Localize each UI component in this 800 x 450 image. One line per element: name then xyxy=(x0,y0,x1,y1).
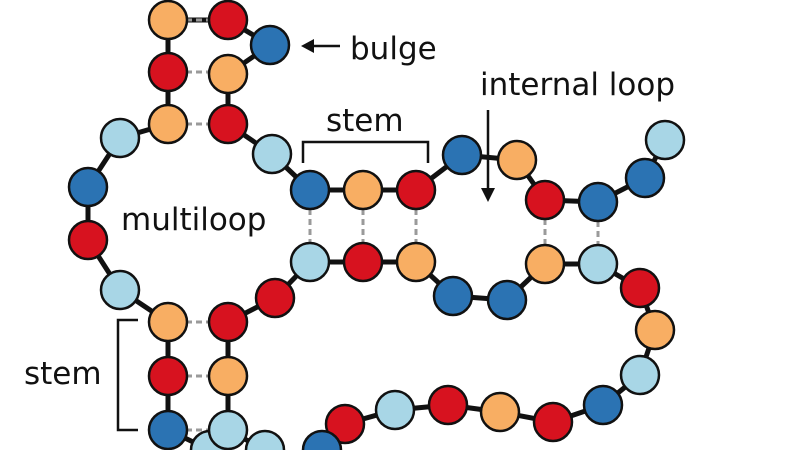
nucleotide xyxy=(147,409,189,450)
bulge-arrowhead xyxy=(301,39,314,53)
nucleotide xyxy=(207,409,249,450)
bulge-label: bulge xyxy=(350,31,437,67)
nucleotide xyxy=(644,119,686,161)
nucleotide xyxy=(619,354,661,396)
nucleotide xyxy=(582,384,624,426)
nucleotide xyxy=(207,103,249,145)
nucleotide xyxy=(147,355,189,397)
nucleotide xyxy=(342,169,384,211)
multiloop-label: multiloop xyxy=(121,202,266,238)
stem-top-label: stem xyxy=(326,103,404,139)
stem-left-label: stem xyxy=(24,356,102,392)
nucleotide xyxy=(207,301,249,343)
nucleotide xyxy=(244,429,286,450)
nucleotide xyxy=(67,219,109,261)
nucleotide xyxy=(496,139,538,181)
nucleotide xyxy=(249,24,291,66)
nucleotide xyxy=(486,279,528,321)
nucleotide xyxy=(524,179,566,221)
nucleotide xyxy=(479,391,521,433)
nucleotide xyxy=(289,241,331,283)
nucleotide-chain xyxy=(67,0,686,450)
nucleotide xyxy=(147,0,189,41)
nucleotide xyxy=(207,53,249,95)
nucleotide xyxy=(99,269,141,311)
nucleotide xyxy=(251,133,293,175)
nucleotide xyxy=(147,301,189,343)
nucleotide xyxy=(577,243,619,285)
internal-loop-label: internal loop xyxy=(480,67,675,103)
nucleotide xyxy=(374,389,416,431)
nucleotide xyxy=(301,429,343,450)
nucleotide xyxy=(99,117,141,159)
nucleotide xyxy=(254,277,296,319)
nucleotide xyxy=(207,0,249,41)
nucleotide xyxy=(634,309,676,351)
nucleotide xyxy=(619,267,661,309)
nucleotide xyxy=(427,384,469,426)
nucleotide xyxy=(289,169,331,211)
nucleotide xyxy=(67,166,109,208)
nucleotide xyxy=(432,275,474,317)
base-pair-bonds xyxy=(186,18,600,432)
nucleotide xyxy=(207,355,249,397)
stem-top-bracket xyxy=(301,140,430,163)
stem-left-bracket xyxy=(116,318,138,432)
nucleotide xyxy=(441,134,483,176)
nucleotide xyxy=(532,401,574,443)
nucleotide xyxy=(147,103,189,145)
nucleotide xyxy=(147,51,189,93)
annotations: bulge internal loop stem stem multiloop xyxy=(24,31,675,432)
internal-loop-arrowhead xyxy=(481,188,495,202)
nucleotide xyxy=(524,243,566,285)
nucleotide xyxy=(395,169,437,211)
nucleotide xyxy=(395,241,437,283)
nucleotide xyxy=(624,157,666,199)
nucleotide xyxy=(577,181,619,223)
nucleotide xyxy=(324,403,366,445)
nucleotide xyxy=(342,241,384,283)
